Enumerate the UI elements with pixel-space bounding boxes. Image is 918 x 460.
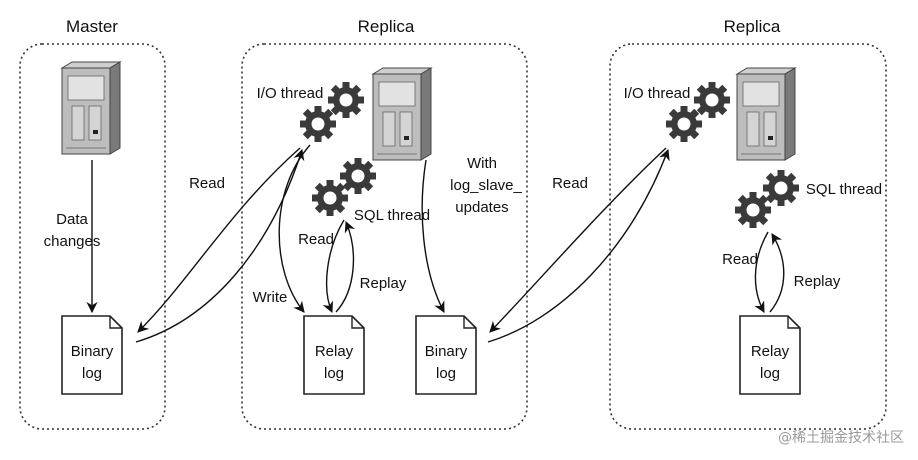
replica1-sql-gear-icon xyxy=(312,180,348,216)
replica2-io-gear-icon xyxy=(666,106,702,142)
read-response-arrow-1 xyxy=(135,148,305,343)
replica1-server-icon xyxy=(372,67,432,161)
read-response-arrow-2 xyxy=(487,148,670,343)
replica2-sql-thread-label: SQL thread xyxy=(806,181,882,198)
data-changes-label-1: Data xyxy=(56,211,88,228)
replica2-read-label: Read xyxy=(722,251,758,268)
replica1-sql-thread-label: SQL thread xyxy=(354,207,430,224)
replica2-replay-arrow xyxy=(769,233,785,313)
replica1-title: Replica xyxy=(358,17,415,36)
data-changes-label-2: changes xyxy=(44,233,101,250)
replica1-io-gear-small-icon xyxy=(328,82,364,118)
read-request-arrow-1 xyxy=(137,147,301,333)
replica2-box xyxy=(609,43,887,430)
replica2-io-thread-label: I/O thread xyxy=(624,85,691,102)
replica2-sql-gear-icon xyxy=(735,192,771,228)
replica1-read-arrow xyxy=(322,219,345,314)
replica2-sql-gear-small-icon xyxy=(763,170,799,206)
replica1-relay-label-1: Relay xyxy=(315,343,354,360)
replica1-read-label: Read xyxy=(298,231,334,248)
master-server-icon xyxy=(61,61,121,155)
write-label: Write xyxy=(253,289,288,306)
replica1-replay-arrow xyxy=(335,220,356,313)
master-binlog-label-1: Binary xyxy=(71,343,114,360)
replica1-binlog-label-1: Binary xyxy=(425,343,468,360)
with-label-1: With xyxy=(467,155,497,172)
read-label-replica: Read xyxy=(552,175,588,192)
replica2-title: Replica xyxy=(724,17,781,36)
write-arrow xyxy=(278,144,311,313)
master-title: Master xyxy=(66,17,118,36)
replica2-read-arrow xyxy=(754,231,769,313)
with-label-3: updates xyxy=(455,199,508,216)
replica2-replay-label: Replay xyxy=(794,273,841,290)
watermark: @稀土掘金技术社区 xyxy=(778,430,904,446)
replica1-sql-gear-small-icon xyxy=(340,158,376,194)
replica1-binlog-label-2: log xyxy=(436,365,456,382)
replica2-io-gear-small-icon xyxy=(694,82,730,118)
replica2-server-icon xyxy=(736,67,796,161)
replica1-io-thread-label: I/O thread xyxy=(257,85,324,102)
read-label-master: Read xyxy=(189,175,225,192)
replica2-relay-label-2: log xyxy=(760,365,780,382)
replica2-relay-label-1: Relay xyxy=(751,343,790,360)
replica1-relay-label-2: log xyxy=(324,365,344,382)
master-binlog-label-2: log xyxy=(82,365,102,382)
log-slave-updates-arrow xyxy=(421,159,445,313)
replica1-io-gear-icon xyxy=(300,106,336,142)
read-request-arrow-2 xyxy=(489,147,667,333)
replica1-replay-label: Replay xyxy=(360,275,407,292)
with-label-2: log_slave_ xyxy=(450,177,522,194)
